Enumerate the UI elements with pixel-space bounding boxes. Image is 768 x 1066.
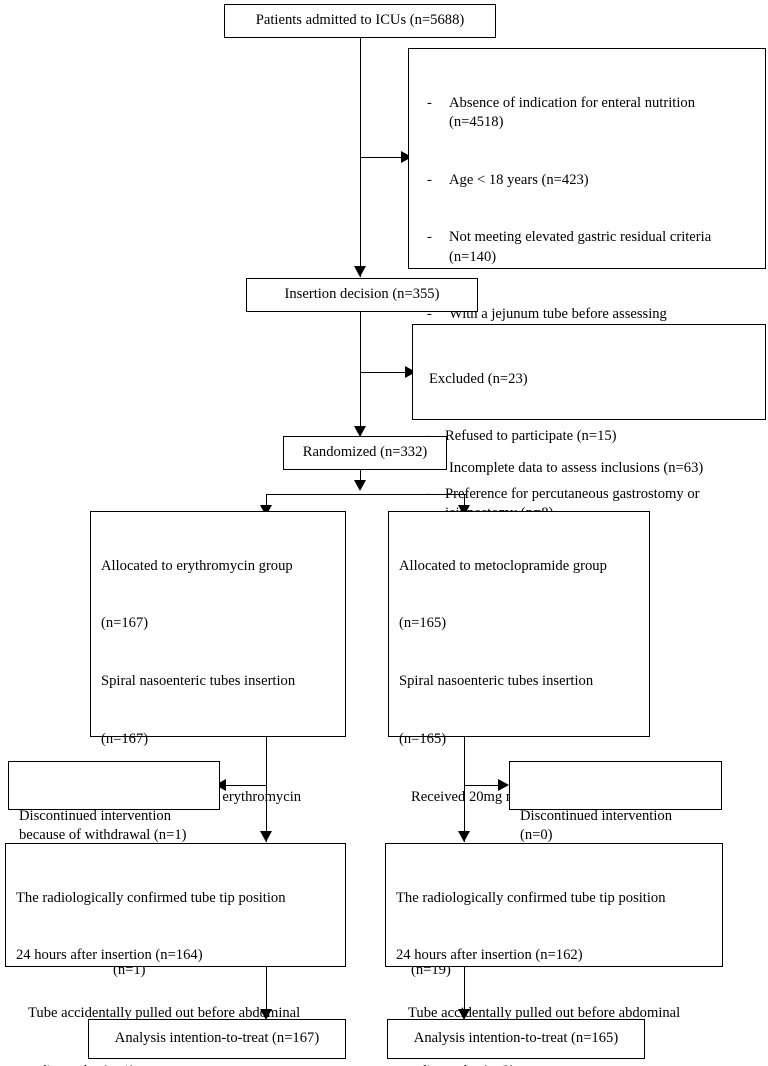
list-item: - Refused to participate (n=15) (419, 427, 757, 446)
arrowhead-confirmed-right (458, 831, 470, 842)
list-item-text: Absence of indication for enteral nutrit… (449, 94, 695, 130)
arrowhead-randomized-split (354, 480, 366, 491)
arrowhead-analysis-left (260, 1009, 272, 1020)
node-analysis-right[interactable]: Analysis intention-to-treat (n=165) (387, 1019, 645, 1059)
connector-to-randomization-exclusions (360, 372, 407, 373)
arrowhead-insertion-decision (354, 266, 366, 277)
node-excluded-randomization[interactable]: Excluded (n=23) - Refused to participate… (412, 324, 766, 521)
node-discontinued-right-label: Discontinued intervention (n=0) (520, 807, 672, 843)
arrowhead-discontinued-left (215, 779, 226, 791)
confirmed-right-line: Tube accidentally pulled out before abdo… (408, 1005, 681, 1021)
node-confirmed-right[interactable]: The radiologically confirmed tube tip po… (385, 843, 723, 1066)
list-item: - Not meeting elevated gastric residual … (415, 228, 757, 267)
node-randomized[interactable]: Randomized (n=332) (283, 436, 447, 470)
node-allocated-metoclopramide[interactable]: Allocated to metoclopramide group (n=165… (388, 511, 650, 1036)
confirmed-right-line: radiography (n=2) (396, 1062, 714, 1066)
node-insertion-decision-label: Insertion decision (n=355) (284, 286, 440, 303)
connector-confirmed-right-to-analysis (464, 967, 465, 1017)
list-item: - Absence of indication for enteral nutr… (415, 94, 757, 133)
arrowhead-randomized (354, 426, 366, 437)
list-item-text: Not meeting elevated gastric residual cr… (449, 229, 712, 265)
arrowhead-alloc-left (260, 505, 272, 516)
list-item: - Age < 18 years (n=423) (415, 171, 757, 190)
arrowhead-analysis-right (458, 1009, 470, 1020)
connector-allocation-split-bar (266, 494, 466, 495)
list-item-text: Refused to participate (n=15) (445, 428, 617, 445)
node-analysis-left-label: Analysis intention-to-treat (n=167) (114, 1030, 320, 1047)
node-randomized-label: Randomized (n=332) (302, 444, 428, 461)
arrowhead-alloc-right (458, 505, 470, 516)
node-analysis-left[interactable]: Analysis intention-to-treat (n=167) (88, 1019, 346, 1059)
confirmed-right-line: 24 hours after insertion (n=162) (396, 947, 583, 964)
alloc-left-line: Allocated to erythromycin group (101, 557, 293, 574)
confirmed-left-line: The radiologically confirmed tube tip po… (16, 889, 286, 906)
alloc-right-line: Spiral nasoenteric tubes insertion (399, 673, 594, 689)
connector-confirmed-left-to-analysis (266, 967, 267, 1017)
bullet-dash: - (427, 306, 432, 323)
alloc-left-line: (n=167) (101, 730, 149, 747)
node-excluded-screening[interactable]: - Absence of indication for enteral nutr… (408, 48, 766, 476)
alloc-left-line: Spiral nasoenteric tubes insertion (101, 673, 296, 689)
node-discontinued-right[interactable]: Discontinued intervention (n=0) (509, 761, 722, 843)
connector-to-discontinued-right (464, 785, 500, 786)
node-discontinued-left[interactable]: Discontinued intervention because of wit… (8, 761, 220, 843)
node-confirmed-left[interactable]: The radiologically confirmed tube tip po… (5, 843, 346, 1066)
connector-alloc-left-to-confirmed (266, 737, 267, 842)
connector-randomized-stub (360, 470, 361, 483)
arrowhead-discontinued-right (498, 779, 509, 791)
arrowhead-confirmed-left (260, 831, 272, 842)
alloc-left-line: (n=167) (101, 615, 149, 632)
connector-split-right-leg (464, 494, 465, 511)
bullet-dash: - (427, 94, 432, 111)
node-patients-admitted-label: Patients admitted to ICUs (n=5688) (255, 12, 465, 29)
connector-split-left-leg (266, 494, 267, 511)
alloc-right-line: Allocated to metoclopramide group (399, 557, 607, 574)
alloc-right-line: (n=165) (399, 730, 447, 747)
bullet-dash: - (425, 486, 430, 502)
node-analysis-right-label: Analysis intention-to-treat (n=165) (413, 1030, 619, 1047)
alloc-right-line: (n=165) (399, 615, 447, 632)
arrowhead-screening-exclusions (401, 151, 412, 163)
node-discontinued-left-label: Discontinued intervention because of wit… (19, 807, 187, 843)
confirmed-left-line: Tube accidentally pulled out before abdo… (28, 1005, 301, 1021)
excluded-heading: Excluded (n=23) (429, 370, 528, 387)
list-item-text: Incomplete data to assess inclusions (n=… (449, 460, 704, 477)
bullet-dash: - (427, 171, 432, 188)
confirmed-left-line: 24 hours after insertion (n=164) (16, 947, 203, 964)
bullet-dash: - (427, 229, 432, 246)
connector-insertion-to-randomized (360, 312, 361, 437)
node-allocated-erythromycin[interactable]: Allocated to erythromycin group (n=167) … (90, 511, 346, 1036)
confirmed-left-line: radiography (n=1) (16, 1062, 337, 1066)
connector-to-discontinued-left (221, 785, 267, 786)
arrowhead-randomization-exclusions (405, 366, 416, 378)
confirmed-right-line: The radiologically confirmed tube tip po… (396, 889, 666, 906)
list-item-text: Age < 18 years (n=423) (449, 171, 589, 188)
connector-to-screening-exclusions (360, 157, 403, 158)
list-item: - Incomplete data to assess inclusions (… (415, 459, 757, 478)
node-insertion-decision[interactable]: Insertion decision (n=355) (246, 278, 478, 312)
node-patients-admitted[interactable]: Patients admitted to ICUs (n=5688) (224, 4, 496, 38)
connector-alloc-right-to-confirmed (464, 737, 465, 842)
